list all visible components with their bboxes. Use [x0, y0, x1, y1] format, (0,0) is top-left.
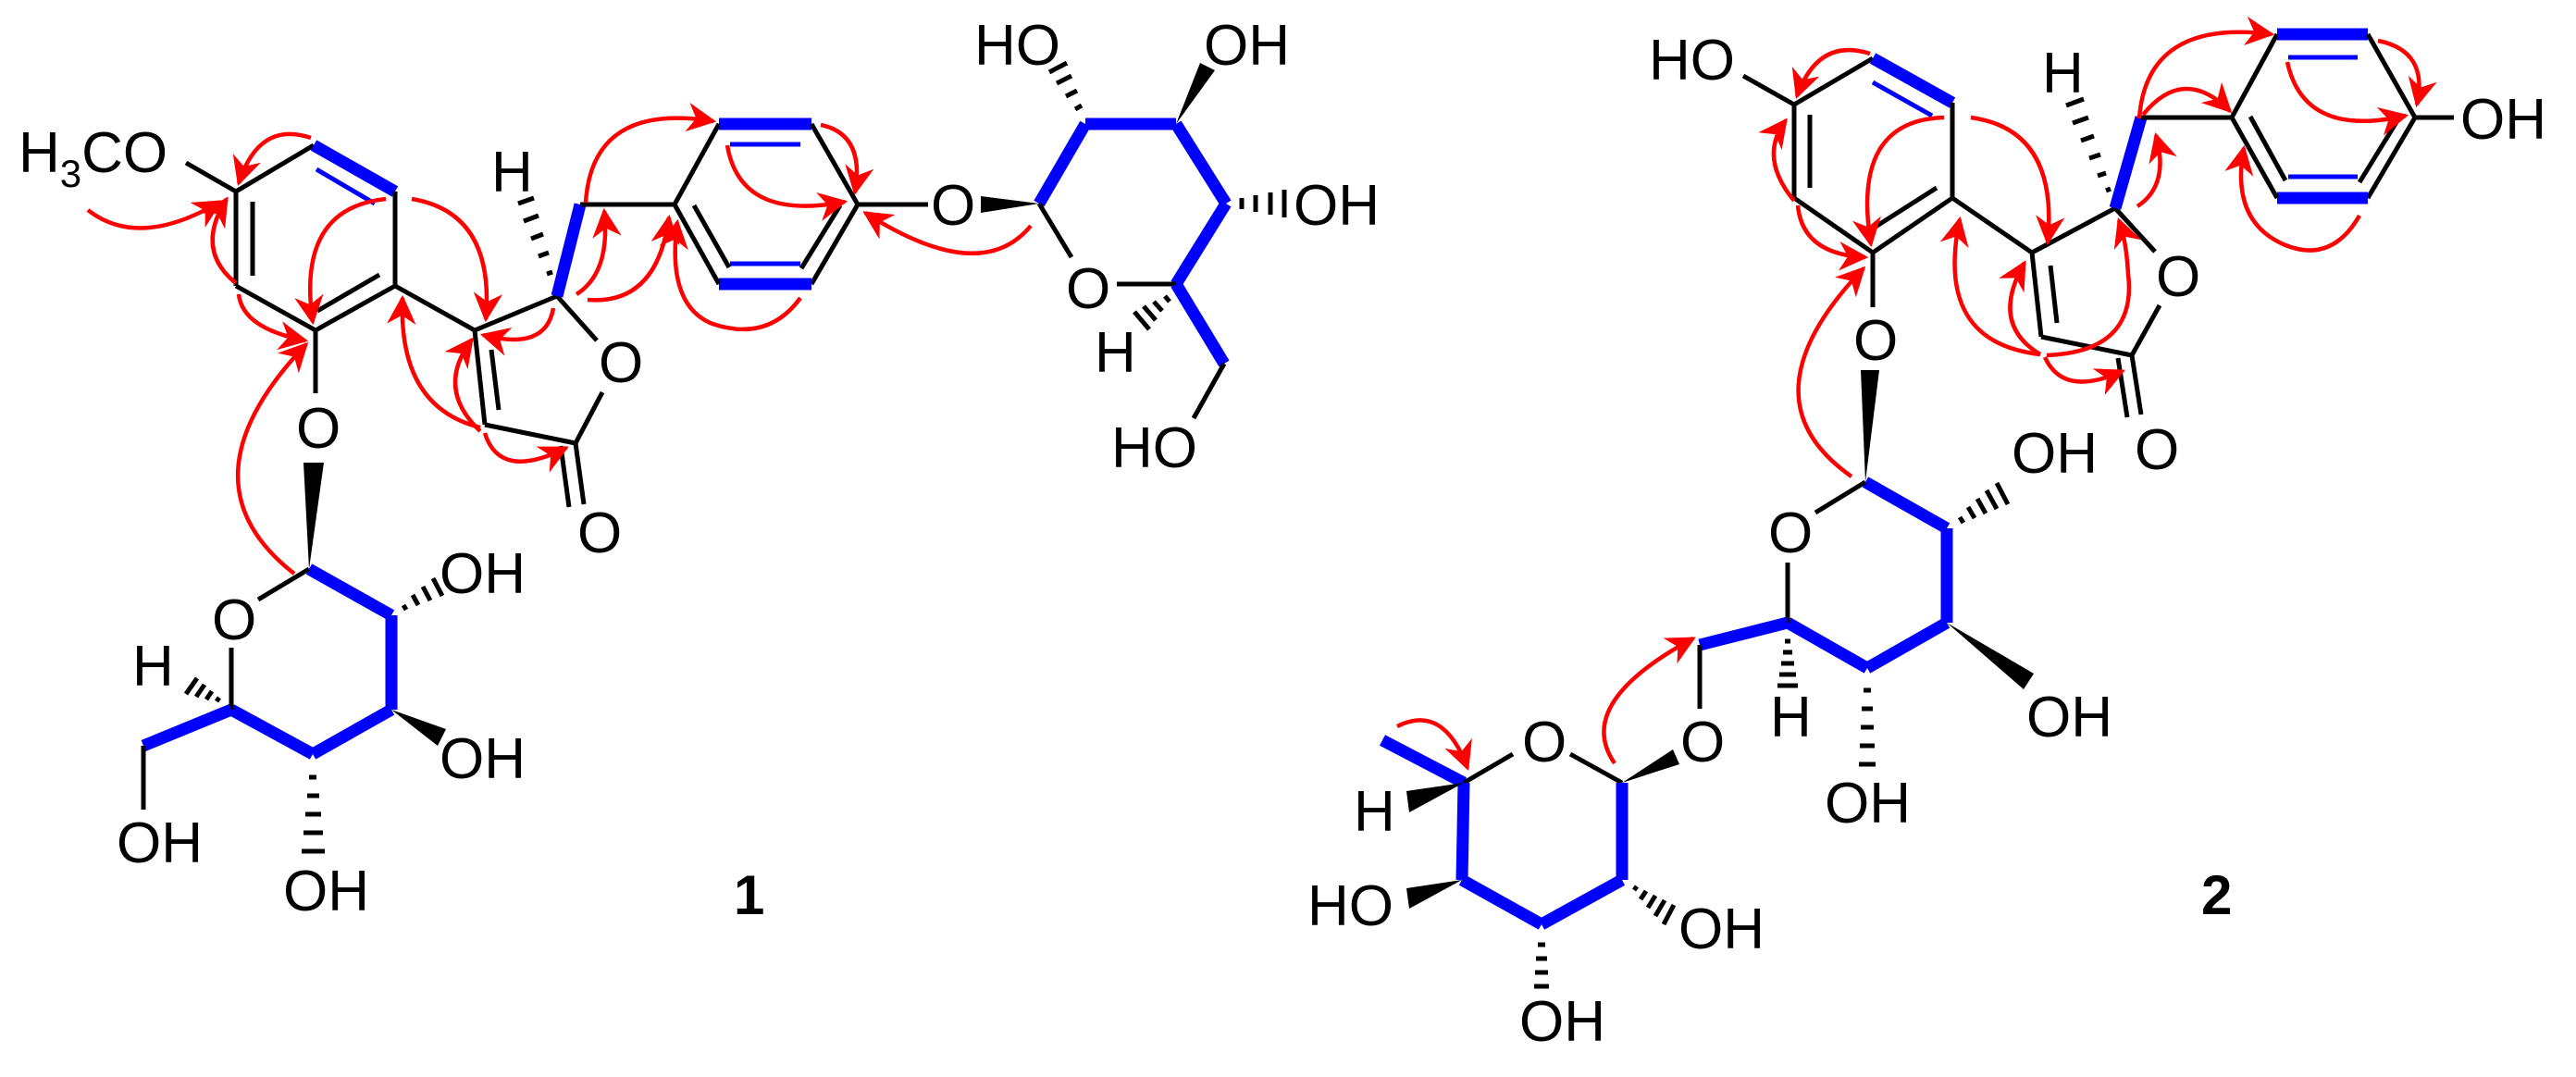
c2-glucose: [1697, 370, 2034, 767]
c1-glcb-oh3-label: OH: [1204, 14, 1290, 78]
c1-methoxy-label: H3CO: [19, 121, 167, 195]
c2-rha-h5-label: H: [1354, 780, 1395, 844]
c1-glcb-oh2-label: HO: [974, 14, 1060, 78]
compound-2: HO O H O O: [1307, 16, 2546, 1054]
c2-h4-label: H: [2042, 42, 2084, 105]
c1-lactone-o-label: O: [599, 331, 643, 395]
c2-rha-oh2-label: OH: [1678, 898, 1765, 961]
c1-carbonyl-o-label: O: [577, 501, 622, 565]
c1-glca-oh6-label: OH: [117, 811, 203, 875]
c1-glca-h5-label: H: [132, 635, 174, 699]
c2-glc-ring-o-label: O: [1768, 501, 1813, 565]
c2-ring-a: [1741, 53, 1956, 307]
compound-2-label: 2: [2201, 864, 2232, 926]
c2-phenol-oh-b-label: OH: [2460, 88, 2546, 152]
c1-glca-oh4-label: OH: [283, 860, 369, 923]
c2-butenolide: [1951, 96, 2232, 418]
c2-glc-h5-label: H: [1770, 686, 1812, 749]
c1-glcb-oh4-label: OH: [1294, 174, 1380, 238]
c1-butenolide: [393, 195, 675, 508]
compound-1-label: 1: [734, 864, 764, 926]
c2-hmbc-arrows: [1395, 16, 2437, 771]
c2-phenol-oh-a-label: HO: [1649, 29, 1735, 93]
c1-phenyl-glycoside-o-label: O: [931, 174, 975, 238]
c1-glucose-b: [981, 60, 1287, 420]
c2-glc-link-o6-label: O: [1680, 711, 1725, 774]
c1-glcb-h5-label: H: [1095, 321, 1136, 385]
c1-hmbc-arrows: [86, 102, 1033, 576]
c2-glc-oh2-label: OH: [2012, 422, 2098, 486]
c1-glca-oh2-label: OH: [440, 542, 526, 606]
c1-glca-oh3-label: OH: [440, 727, 526, 791]
c1-glucose-a: [141, 463, 446, 854]
c2-glc-oh3-label: OH: [2026, 686, 2112, 749]
c1-h4-label: H: [491, 141, 533, 204]
compound-1: H3CO H O O: [19, 14, 1380, 926]
c1-ring-a: [184, 140, 399, 393]
c2-rha-oh3-label: OH: [1519, 990, 1605, 1054]
c2-aryl-glycoside-o-label: O: [1853, 309, 1898, 373]
c2-ring-b: [2229, 28, 2454, 204]
c2-rhamnose: [1379, 735, 1679, 989]
c2-glc-oh4-label: OH: [1825, 772, 1911, 836]
c1-aryl-glycoside-o-label: O: [296, 397, 341, 461]
c1-glca-ring-o-label: O: [212, 588, 256, 652]
c2-rha-ring-o-label: O: [1522, 711, 1567, 774]
c2-lactone-o-label: O: [2156, 245, 2200, 309]
c1-glcb-ring-o-label: O: [1066, 257, 1110, 321]
c2-carbonyl-o-label: O: [2135, 418, 2179, 482]
c1-glcb-oh6-label: HO: [1111, 416, 1197, 480]
c2-rha-oh4-label: HO: [1307, 874, 1393, 938]
